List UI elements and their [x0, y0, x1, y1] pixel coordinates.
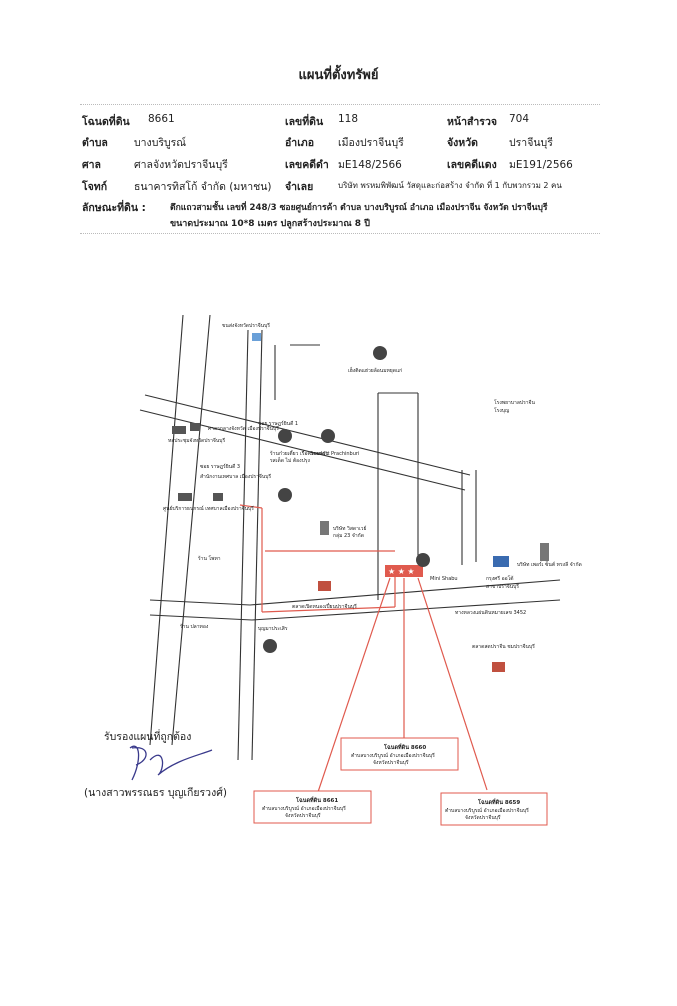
red-case-value: มE191/2566: [509, 159, 573, 171]
callout-title: โฉนดที่ดิน 8661: [295, 796, 338, 804]
callout-8660: [340, 737, 459, 771]
map-label: ร้าน โพทา: [198, 555, 221, 562]
court-value: ศาลจังหวัดปราจีนบุรี: [134, 159, 228, 171]
restaurant-icon: [321, 429, 335, 443]
office-icon: [540, 543, 549, 561]
map-label: กลุ่ม 23 จำกัด: [333, 533, 364, 539]
deed-value: 8661: [148, 113, 175, 125]
callout-8661: [253, 790, 372, 824]
court-label: ศาล: [82, 159, 101, 171]
tambon-label: ตำบล: [82, 137, 108, 149]
map-label: ขนส่งจังหวัดปราจีนบุรี: [222, 322, 270, 329]
shop-icon: [492, 662, 505, 672]
map-label: ร้าน ปลาทอง: [180, 623, 209, 630]
land-no-label: เลขที่ดิน: [285, 116, 324, 128]
plaintiff-label: โจทก์: [82, 181, 108, 193]
building-icon: [213, 493, 223, 501]
map-label: ศูนย์บริการธนกรณ์ เทศบาลเมืองปราจีนบุรี: [163, 505, 254, 512]
map-label: Mini Shabu: [430, 576, 458, 582]
callout-line: จังหวัดปราจีนบุรี: [465, 814, 501, 821]
route-lines: [239, 504, 488, 793]
amphoe-value: เมืองปราจีนบุรี: [338, 137, 404, 149]
restaurant-icon: [416, 553, 430, 567]
callout-line: จังหวัดปราจีนบุรี: [285, 812, 321, 819]
svg-text:★ ★ ★: ★ ★ ★: [388, 567, 415, 576]
survey-label: หน้าสำรวจ: [447, 116, 497, 128]
map-label: ร้านก๋วยเตี๋ยว เรือครอบครัว: [270, 449, 329, 457]
building-icon: [178, 493, 192, 501]
map-label: ทางหลวงแผ่นดินหมายเลข 3452: [455, 609, 526, 616]
feature-line-1: ตึกแถวสามชั้น เลขที่ 248/3 ซอยศูนย์การค้…: [170, 203, 548, 213]
callout-8659: [440, 792, 548, 826]
property-info-table: โฉนดที่ดิน 8661 เลขที่ดิน 118 หน้าสำรวจ …: [80, 104, 600, 234]
office-icon: [320, 521, 329, 535]
land-no-value: 118: [338, 113, 359, 125]
bus-icon: [252, 333, 261, 341]
map-label: ซอย ราษฎร์ยินดี 3: [200, 463, 240, 470]
tambon-value: บางบริบูรณ์: [134, 137, 187, 149]
map-label: โรงบุญ: [494, 407, 509, 414]
signature-mark: [129, 745, 213, 781]
map-label: หอประชุมจังหวัดปราจีนบุรี: [168, 437, 225, 444]
map-label: Scarlett Prachinburi: [310, 451, 359, 457]
restaurant-icon: [278, 429, 292, 443]
callout-title: โฉนดที่ดิน 8659: [477, 798, 520, 806]
map-label: ตลาดเปิดหนองเปี๋ยนปราจีนบุรี: [292, 602, 357, 610]
map-label: ซอย ราษฎร์ยินดี 1: [258, 420, 298, 427]
black-case-value: มE148/2566: [338, 159, 402, 171]
map-label: กรุงศรี ออโต้: [486, 575, 514, 582]
callout-line: จังหวัดปราจีนบุรี: [373, 759, 409, 766]
plaintiff-value: ธนาคารทิสโก้ จำกัด (มหาชน): [134, 181, 272, 193]
map-label: สาขาปราจีนบุรี: [486, 583, 519, 590]
callout-title: โฉนดที่ดิน 8660: [383, 743, 426, 751]
amphoe-label: อำเภอ: [285, 137, 315, 149]
feature-line-2: ขนาดประมาณ 10*8 เมตร ปลูกสร้างประมาณ 8 ป…: [170, 219, 370, 229]
bank-icon: [493, 556, 509, 567]
survey-value: 704: [509, 113, 530, 125]
map-label: เฮ็งติดแฮ่วยล้อนมหยุดแก่: [348, 366, 402, 374]
map-label: บริษัท วิสดาเวย์: [333, 525, 366, 532]
red-case-label: เลขคดีแดง: [447, 159, 497, 171]
black-case-label: เลขคดีดำ: [285, 159, 329, 171]
province-value: ปราจีนบุรี: [509, 137, 553, 149]
map-label: ศาลากลางจังหวัด เมืองปราจีนบุรี: [208, 425, 279, 432]
map-label: โรงพยาบาลปราจีน: [494, 399, 535, 406]
map-label: สำนักงานเทศบาล เมืองปราจีนบุรี: [200, 473, 271, 480]
building-icon: [172, 426, 186, 434]
shop-icon: [318, 581, 331, 591]
province-label: จังหวัด: [447, 137, 478, 149]
callout-line: ตำบลบางบริบูรณ์ อำเภอเมืองปราจีนบุรี: [351, 752, 435, 759]
signer-name: (นางสาวพรรณธร บุญเกียรวงศ์): [84, 787, 227, 799]
person-icon: [263, 639, 277, 653]
map-label: ตลาดสดปราจีน ชมปราจีนบุรี: [472, 643, 535, 650]
defendant-label: จำเลย: [285, 181, 314, 193]
property-marker: [385, 565, 423, 577]
defendant-value: บริษัท พรหมพิพัฒน์ วัสดุและก่อสร้าง จำกั…: [338, 181, 562, 190]
map-label: บริษัท เพอร์เ ซ็นต์ ทรงลี จำกัด: [517, 560, 582, 568]
building-icon: [190, 423, 200, 431]
callout-line: ตำบลบางบริบูรณ์ อำเภอเมืองปราจีนบุรี: [445, 807, 529, 814]
map-labels: ขนส่งจังหวัดปราจีนบุรี เฮ็งติดแฮ่วยล้อนม…: [163, 322, 582, 650]
map-label: รสเด็ด ไม่ ต้องปรุง: [270, 456, 310, 464]
feature-label: ลักษณะที่ดิน :: [82, 202, 146, 214]
certify-text: รับรองแผนที่ถูกต้อง: [104, 731, 192, 743]
map-icons: [172, 333, 549, 672]
restaurant-icon: [278, 488, 292, 502]
callout-line: ตำบลบางบริบูรณ์ อำเภอเมืองปราจีนบุรี: [262, 805, 346, 812]
restaurant-icon: [373, 346, 387, 360]
map-label: บุญมาประเสิร: [258, 625, 288, 632]
page-title: แผนที่ตั้งทรัพย์: [298, 68, 379, 83]
deed-label: โฉนดที่ดิน: [82, 116, 130, 128]
